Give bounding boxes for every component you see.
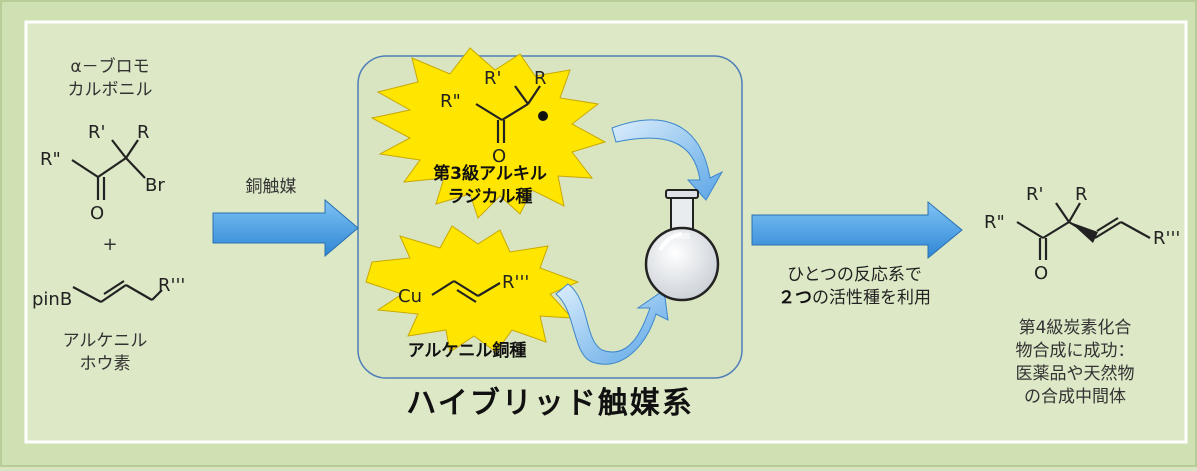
radical-dot	[538, 111, 548, 121]
catalyst-arrow	[212, 198, 359, 258]
prod-rdouble: R"	[984, 212, 1005, 233]
prod-r: R	[1075, 184, 1088, 205]
rad-o: O	[492, 146, 506, 167]
radical-to-flask-arrow	[611, 119, 724, 201]
copper-burst	[365, 225, 580, 353]
rad-rdouble: R"	[440, 91, 461, 112]
product-arrow	[751, 200, 963, 260]
r1-br: Br	[145, 175, 165, 196]
bromocarbonyl-structure	[71, 139, 146, 200]
prod-rprime: R'	[1026, 184, 1043, 205]
bromocarbonyl-name-line2: カルボニル	[67, 79, 153, 100]
product-desc-line1: 第4級炭素化合	[1018, 318, 1132, 338]
rad-r: R	[534, 68, 547, 89]
product-description: 第4級炭素化合 物合成に成功： 医薬品や天然物 の合成中間体	[985, 317, 1165, 409]
alkenylboron-name-line1: アルケニル	[62, 331, 148, 351]
middle-note-two: ２つ	[778, 287, 812, 308]
prod-rtriple: R'''	[1153, 228, 1180, 249]
r2-pinb: pinB	[32, 289, 72, 310]
plus-sign: +	[102, 234, 117, 255]
product-desc-line2: 物合成に成功：	[1015, 340, 1135, 361]
alkenylboron-name: アルケニル ホウ素	[30, 330, 180, 376]
r1-rdouble: R"	[40, 149, 61, 170]
product-desc-line3: 医薬品や天然物	[1015, 363, 1135, 384]
r2-rtriple: R'''	[158, 275, 185, 296]
radical-species-line2: ラジカル種	[447, 186, 533, 207]
cu-rtriple: R'''	[502, 272, 529, 293]
r1-o: O	[90, 203, 104, 224]
alkenylboron-structure	[72, 280, 163, 303]
radical-species-label: 第3級アルキル ラジカル種	[405, 163, 575, 209]
copper-to-flask-arrow	[555, 283, 669, 365]
catalyst-label: 銅触媒	[245, 177, 297, 197]
prod-o: O	[1034, 263, 1048, 284]
middle-note: ひとつの反応系で ２つの活性種を利用	[752, 264, 957, 310]
bromocarbonyl-name: α－ブロモ カルボニル	[40, 56, 180, 102]
flask-icon	[644, 189, 720, 302]
alkenylboron-name-line2: ホウ素	[79, 353, 131, 374]
radical-burst	[370, 47, 607, 219]
alkenylcopper-structure	[431, 280, 501, 303]
bromocarbonyl-name-line1: α－ブロモ	[70, 57, 150, 77]
rad-rprime: R'	[484, 68, 501, 89]
radical-structure	[475, 85, 541, 143]
middle-note-line1: ひとつの反応系で	[787, 265, 922, 285]
alkenylcopper-label: アルケニル銅種	[407, 341, 527, 361]
hybrid-catalyst-caption: ハイブリッド触媒系	[406, 386, 694, 421]
r1-r: R	[137, 122, 150, 143]
cu-symbol: Cu	[398, 286, 422, 307]
r1-rprime: R'	[88, 122, 105, 143]
middle-note-line2: ２つの活性種を利用	[752, 287, 957, 310]
product-wedge-bond	[1070, 222, 1098, 243]
middle-note-rest: の活性種を利用	[812, 287, 931, 308]
radical-species-line1: 第3級アルキル	[433, 164, 547, 184]
product-desc-line4: の合成中間体	[1024, 386, 1126, 407]
